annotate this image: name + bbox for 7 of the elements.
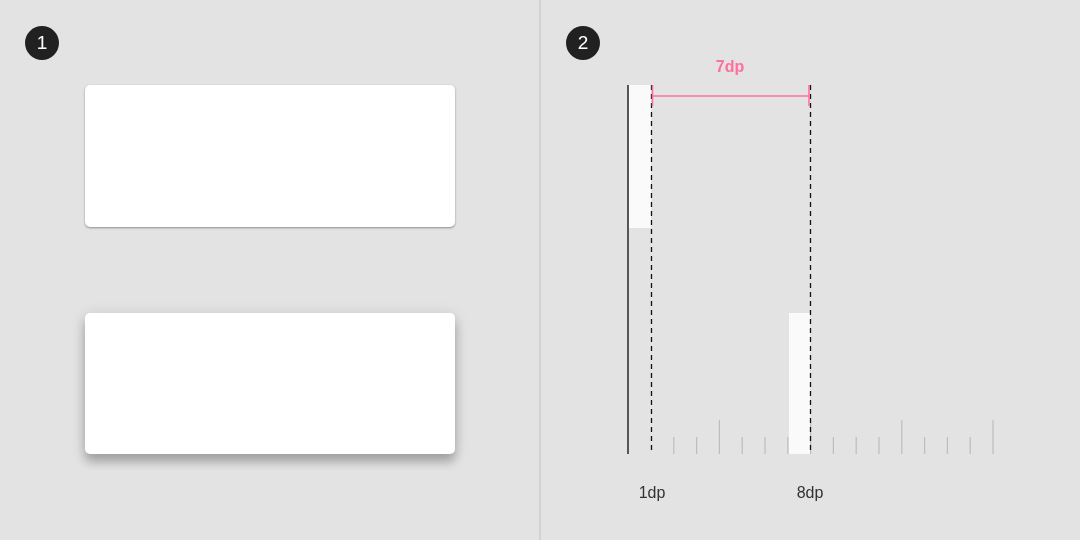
scale-label: 1dp bbox=[638, 484, 666, 502]
dimension-label: 7dp bbox=[715, 58, 745, 76]
scale-label: 8dp bbox=[796, 484, 824, 502]
callout-number: 2 bbox=[566, 26, 600, 60]
callout-number: 1 bbox=[25, 26, 59, 60]
card bbox=[85, 313, 455, 454]
card bbox=[85, 85, 455, 227]
